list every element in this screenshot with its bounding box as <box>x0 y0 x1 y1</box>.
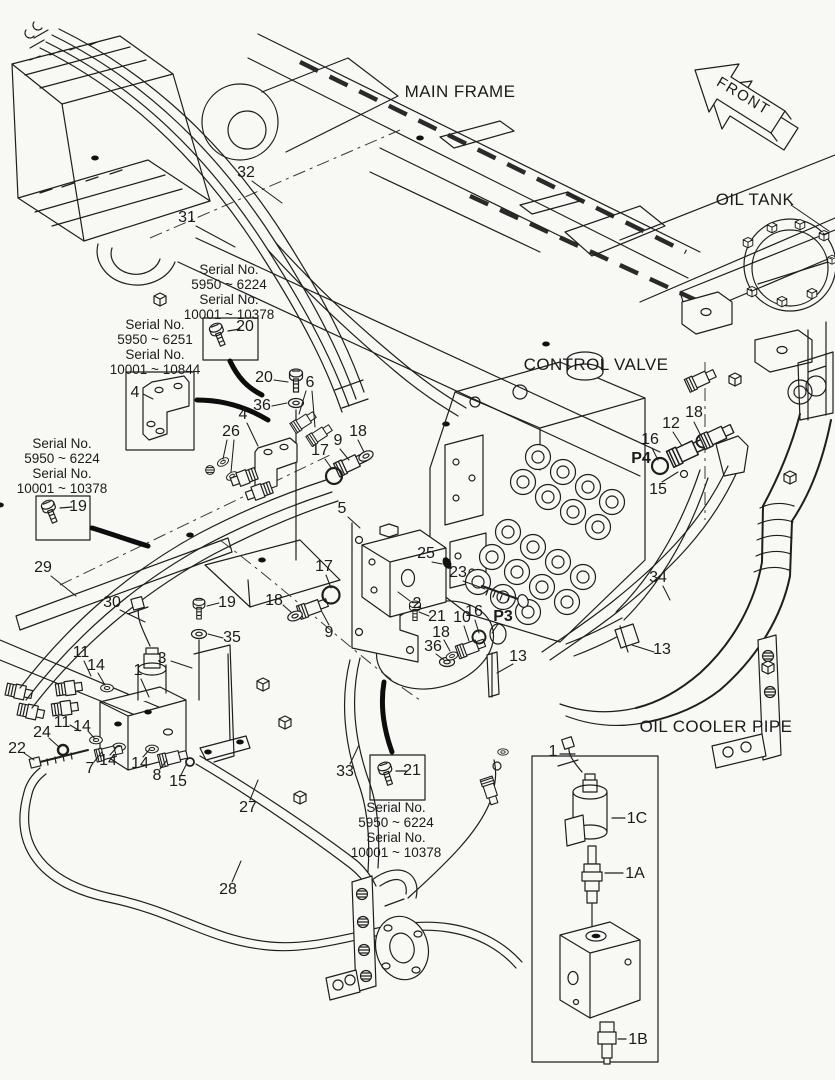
part-label: 11 <box>72 644 90 661</box>
part-label: 14 <box>99 752 117 769</box>
part-label: 5 <box>337 500 347 517</box>
part-label: 21 <box>428 608 446 625</box>
part-label: 14 <box>87 657 105 674</box>
part-label: 4 <box>238 406 248 423</box>
part-label: 18 <box>685 404 703 421</box>
leader-lines <box>23 180 830 883</box>
part-label: 9 <box>324 624 334 641</box>
part-label: 14 <box>131 755 149 772</box>
part-label: 31 <box>178 209 196 226</box>
part-label: 13 <box>653 641 671 658</box>
part-label: 15 <box>649 481 667 498</box>
part-label: 12 <box>662 415 680 432</box>
label-oil-tank: OIL TANK <box>715 190 795 209</box>
track-and-frame-art <box>0 33 835 586</box>
part-label-port-p3: P3 <box>493 608 513 625</box>
pilot-hoses-art <box>4 466 339 722</box>
part-label: 3 <box>157 650 167 667</box>
boom-hoses-art <box>24 21 467 417</box>
part-label: 36 <box>253 397 271 414</box>
serial-callout-top: Serial No. 5950 ~ 6224 Serial No. 10001 … <box>183 262 275 322</box>
part-label: 4 <box>130 384 140 401</box>
part-label: 27 <box>239 799 257 816</box>
part-label: 14 <box>73 718 91 735</box>
part-label: 34 <box>649 569 667 586</box>
part-label: 35 <box>223 629 241 646</box>
part-label: 2 <box>412 595 422 612</box>
part-label: 16 <box>641 431 659 448</box>
part-label: 18 <box>265 592 283 609</box>
part-label: 19 <box>218 594 236 611</box>
solenoid-valve-art <box>28 596 251 771</box>
part-label: 23 <box>449 564 467 581</box>
part-label: 20 <box>255 369 273 386</box>
part-label: 11 <box>53 714 71 731</box>
serial-callout-boxes <box>35 317 426 801</box>
part-label: 21 <box>403 762 421 779</box>
part-label: 1B <box>628 1031 648 1048</box>
part-label: 9 <box>333 432 343 449</box>
part-label: 19 <box>69 498 87 515</box>
part-label: 22 <box>8 740 26 757</box>
front-arrow: FRONT <box>694 63 799 151</box>
part-label: 18 <box>349 423 367 440</box>
label-main-frame: MAIN FRAME <box>404 82 516 101</box>
part-label-assembly-1: 1 <box>548 743 558 760</box>
part-label: 13 <box>509 648 527 665</box>
oil-cooler-pipe-art <box>559 351 834 769</box>
part-label: 8 <box>152 767 162 784</box>
inset-box-art <box>531 736 659 1065</box>
p4-fittings-art <box>541 366 797 661</box>
part-label: 28 <box>219 881 237 898</box>
part-label: 20 <box>236 318 254 335</box>
part-label: 7 <box>85 760 95 777</box>
relief-valve-bracket-art <box>285 448 529 698</box>
label-control-valve: CONTROL VALVE <box>523 355 669 374</box>
part-label: 25 <box>417 545 435 562</box>
part-label: 17 <box>311 442 329 459</box>
oil-tank-art <box>679 218 835 421</box>
serial-callout-bottom: Serial No. 5950 ~ 6224 Serial No. 10001 … <box>350 800 442 860</box>
part-label: 30 <box>103 594 121 611</box>
part-label: 1C <box>626 810 648 827</box>
part-label: 15 <box>169 773 187 790</box>
serial-callout-bracket: Serial No. 5950 ~ 6251 Serial No. 10001 … <box>109 317 201 377</box>
part-label: 16 <box>465 603 483 620</box>
part-label: 1A <box>625 865 645 882</box>
part-label: 36 <box>424 638 442 655</box>
lower-hoses-art <box>19 657 523 1001</box>
part-label: 26 <box>222 423 240 440</box>
part-label-port-p4: P4 <box>631 450 651 467</box>
label-oil-cooler-pipe: OIL COOLER PIPE <box>639 717 793 736</box>
part-label: 32 <box>237 164 255 181</box>
serial-callout-left: Serial No. 5950 ~ 6224 Serial No. 10001 … <box>16 436 108 496</box>
part-label: 24 <box>33 724 51 741</box>
part-label: 17 <box>315 558 333 575</box>
part-label: 6 <box>305 374 315 391</box>
part-label: 10 <box>453 609 471 626</box>
part-label: 18 <box>432 624 450 641</box>
part-label: 33 <box>336 763 354 780</box>
part-label: 1 <box>133 662 143 679</box>
part-label: 29 <box>34 559 52 576</box>
